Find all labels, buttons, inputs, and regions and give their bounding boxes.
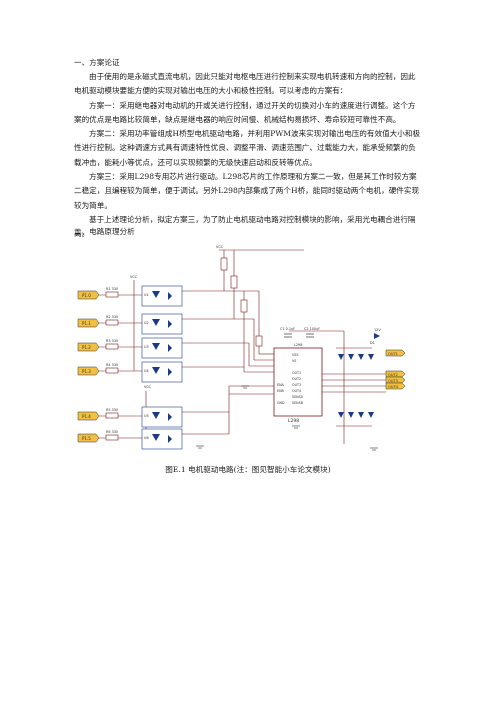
svg-text:SENSA: SENSA — [292, 395, 304, 399]
svg-text:VCC: VCC — [216, 245, 224, 249]
paragraph-3: 方案二：采用功率管组成H桥型电机驱动电路，并利用PWM波来实现对输出电压的有效值… — [74, 129, 421, 167]
output-ports: OUT1 OUT2 OUT3 OUT4 — [385, 349, 406, 390]
svg-text:R4 330: R4 330 — [106, 363, 118, 367]
svg-text:D1: D1 — [370, 341, 375, 345]
capacitors — [284, 333, 314, 338]
out2-tag: OUT2 — [385, 370, 406, 378]
svg-text:ENB: ENB — [277, 389, 285, 393]
svg-text:P1.0: P1.0 — [82, 293, 91, 298]
svg-text:OUT1: OUT1 — [388, 352, 398, 356]
svg-text:OUT2: OUT2 — [388, 373, 398, 377]
input-ports: P1.0 P1.1 P1.2 P1.3 P1.4 P1.5 — [77, 290, 100, 443]
paragraph-5: 基于上述理论分析，拟定方案三，为了防止电机驱动电路对控制模块的影响，采用光电耦合… — [74, 214, 416, 239]
svg-text:OUT4: OUT4 — [388, 385, 399, 389]
pullup-resistors — [220, 257, 263, 347]
section-heading-2: 二、电路原理分析 — [74, 227, 135, 236]
svg-text:R3 330: R3 330 — [106, 339, 118, 343]
svg-text:L298: L298 — [288, 418, 299, 424]
svg-text:VCC: VCC — [144, 385, 152, 389]
svg-text:U3: U3 — [144, 345, 149, 349]
body-text-block-1: 由于使用的是永磁式直流电机，因此只能对电枢电压进行控制来实现电机转速和方向的控制… — [74, 70, 422, 242]
svg-text:OUT2: OUT2 — [292, 377, 301, 381]
svg-text:U2: U2 — [144, 321, 149, 325]
svg-text:SENSB: SENSB — [292, 401, 304, 405]
port-p1-1: P1.1 — [77, 318, 100, 328]
svg-text:OUT3: OUT3 — [292, 383, 301, 387]
schematic-labels: VCC VCC VCC L298 12V D1 C1 0.1uF C2 100u… — [106, 245, 381, 440]
out3-tag: OUT3 — [385, 376, 406, 384]
svg-text:R2 330: R2 330 — [106, 315, 118, 319]
svg-text:U6: U6 — [144, 436, 149, 440]
ground-symbols — [196, 385, 378, 451]
svg-text:OUT4: OUT4 — [292, 389, 301, 393]
svg-text:R6 330: R6 330 — [106, 430, 118, 434]
svg-text:R1 330: R1 330 — [106, 287, 118, 291]
section-heading-1: 一、方案论证 — [74, 58, 120, 67]
paragraph-4: 方案三：采用L298专用芯片进行驱动。L298芯片的工作原理和方案二一致，但是其… — [74, 172, 420, 210]
port-p1-4: P1.4 — [77, 411, 100, 421]
svg-text:OUT1: OUT1 — [292, 371, 301, 375]
svg-text:C1 0.1uF: C1 0.1uF — [280, 327, 295, 331]
svg-text:ENA: ENA — [277, 383, 285, 387]
flyback-diodes — [322, 331, 386, 444]
port-p1-5: P1.5 — [77, 433, 100, 443]
paragraph-1: 由于使用的是永磁式直流电机，因此只能对电枢电压进行控制来实现电机转速和方向的控制… — [74, 72, 416, 96]
svg-text:GND: GND — [277, 401, 285, 405]
port-p1-0: P1.0 — [77, 290, 100, 300]
optocouplers — [141, 285, 183, 450]
svg-text:VS: VS — [292, 359, 296, 363]
paragraph-2: 方案一：采用继电器对电动机的开或关进行控制，通过开关的切换对小车的速度进行调整。… — [74, 100, 416, 124]
svg-text:VSS: VSS — [292, 353, 298, 357]
svg-text:12V: 12V — [374, 328, 381, 332]
svg-text:P1.2: P1.2 — [82, 345, 91, 350]
svg-text:U4: U4 — [144, 369, 149, 373]
svg-text:P1.3: P1.3 — [82, 369, 91, 374]
svg-text:R5 330: R5 330 — [106, 408, 118, 412]
svg-text:P1.1: P1.1 — [82, 321, 91, 326]
svg-text:OUT3: OUT3 — [388, 379, 398, 383]
input-resistors — [105, 291, 119, 441]
motor-driver-schematic: P1.0 P1.1 P1.2 P1.3 P1.4 P1.5 — [77, 245, 406, 451]
port-p1-3: P1.3 — [77, 366, 100, 376]
svg-text:P1.5: P1.5 — [82, 436, 91, 441]
svg-text:P1.4: P1.4 — [82, 414, 91, 419]
svg-text:VCC: VCC — [130, 275, 138, 279]
out4-tag: OUT4 — [385, 382, 406, 390]
figure-caption: 图E.1 电机驱动电路(注：图见智能小车论文模块) — [165, 465, 331, 474]
svg-text:L298: L298 — [294, 343, 302, 347]
svg-text:U5: U5 — [144, 414, 149, 418]
svg-text:U1: U1 — [144, 293, 149, 297]
svg-text:C2 100uF: C2 100uF — [304, 327, 320, 331]
out1-tag: OUT1 — [385, 349, 406, 357]
port-p1-2: P1.2 — [77, 342, 100, 352]
